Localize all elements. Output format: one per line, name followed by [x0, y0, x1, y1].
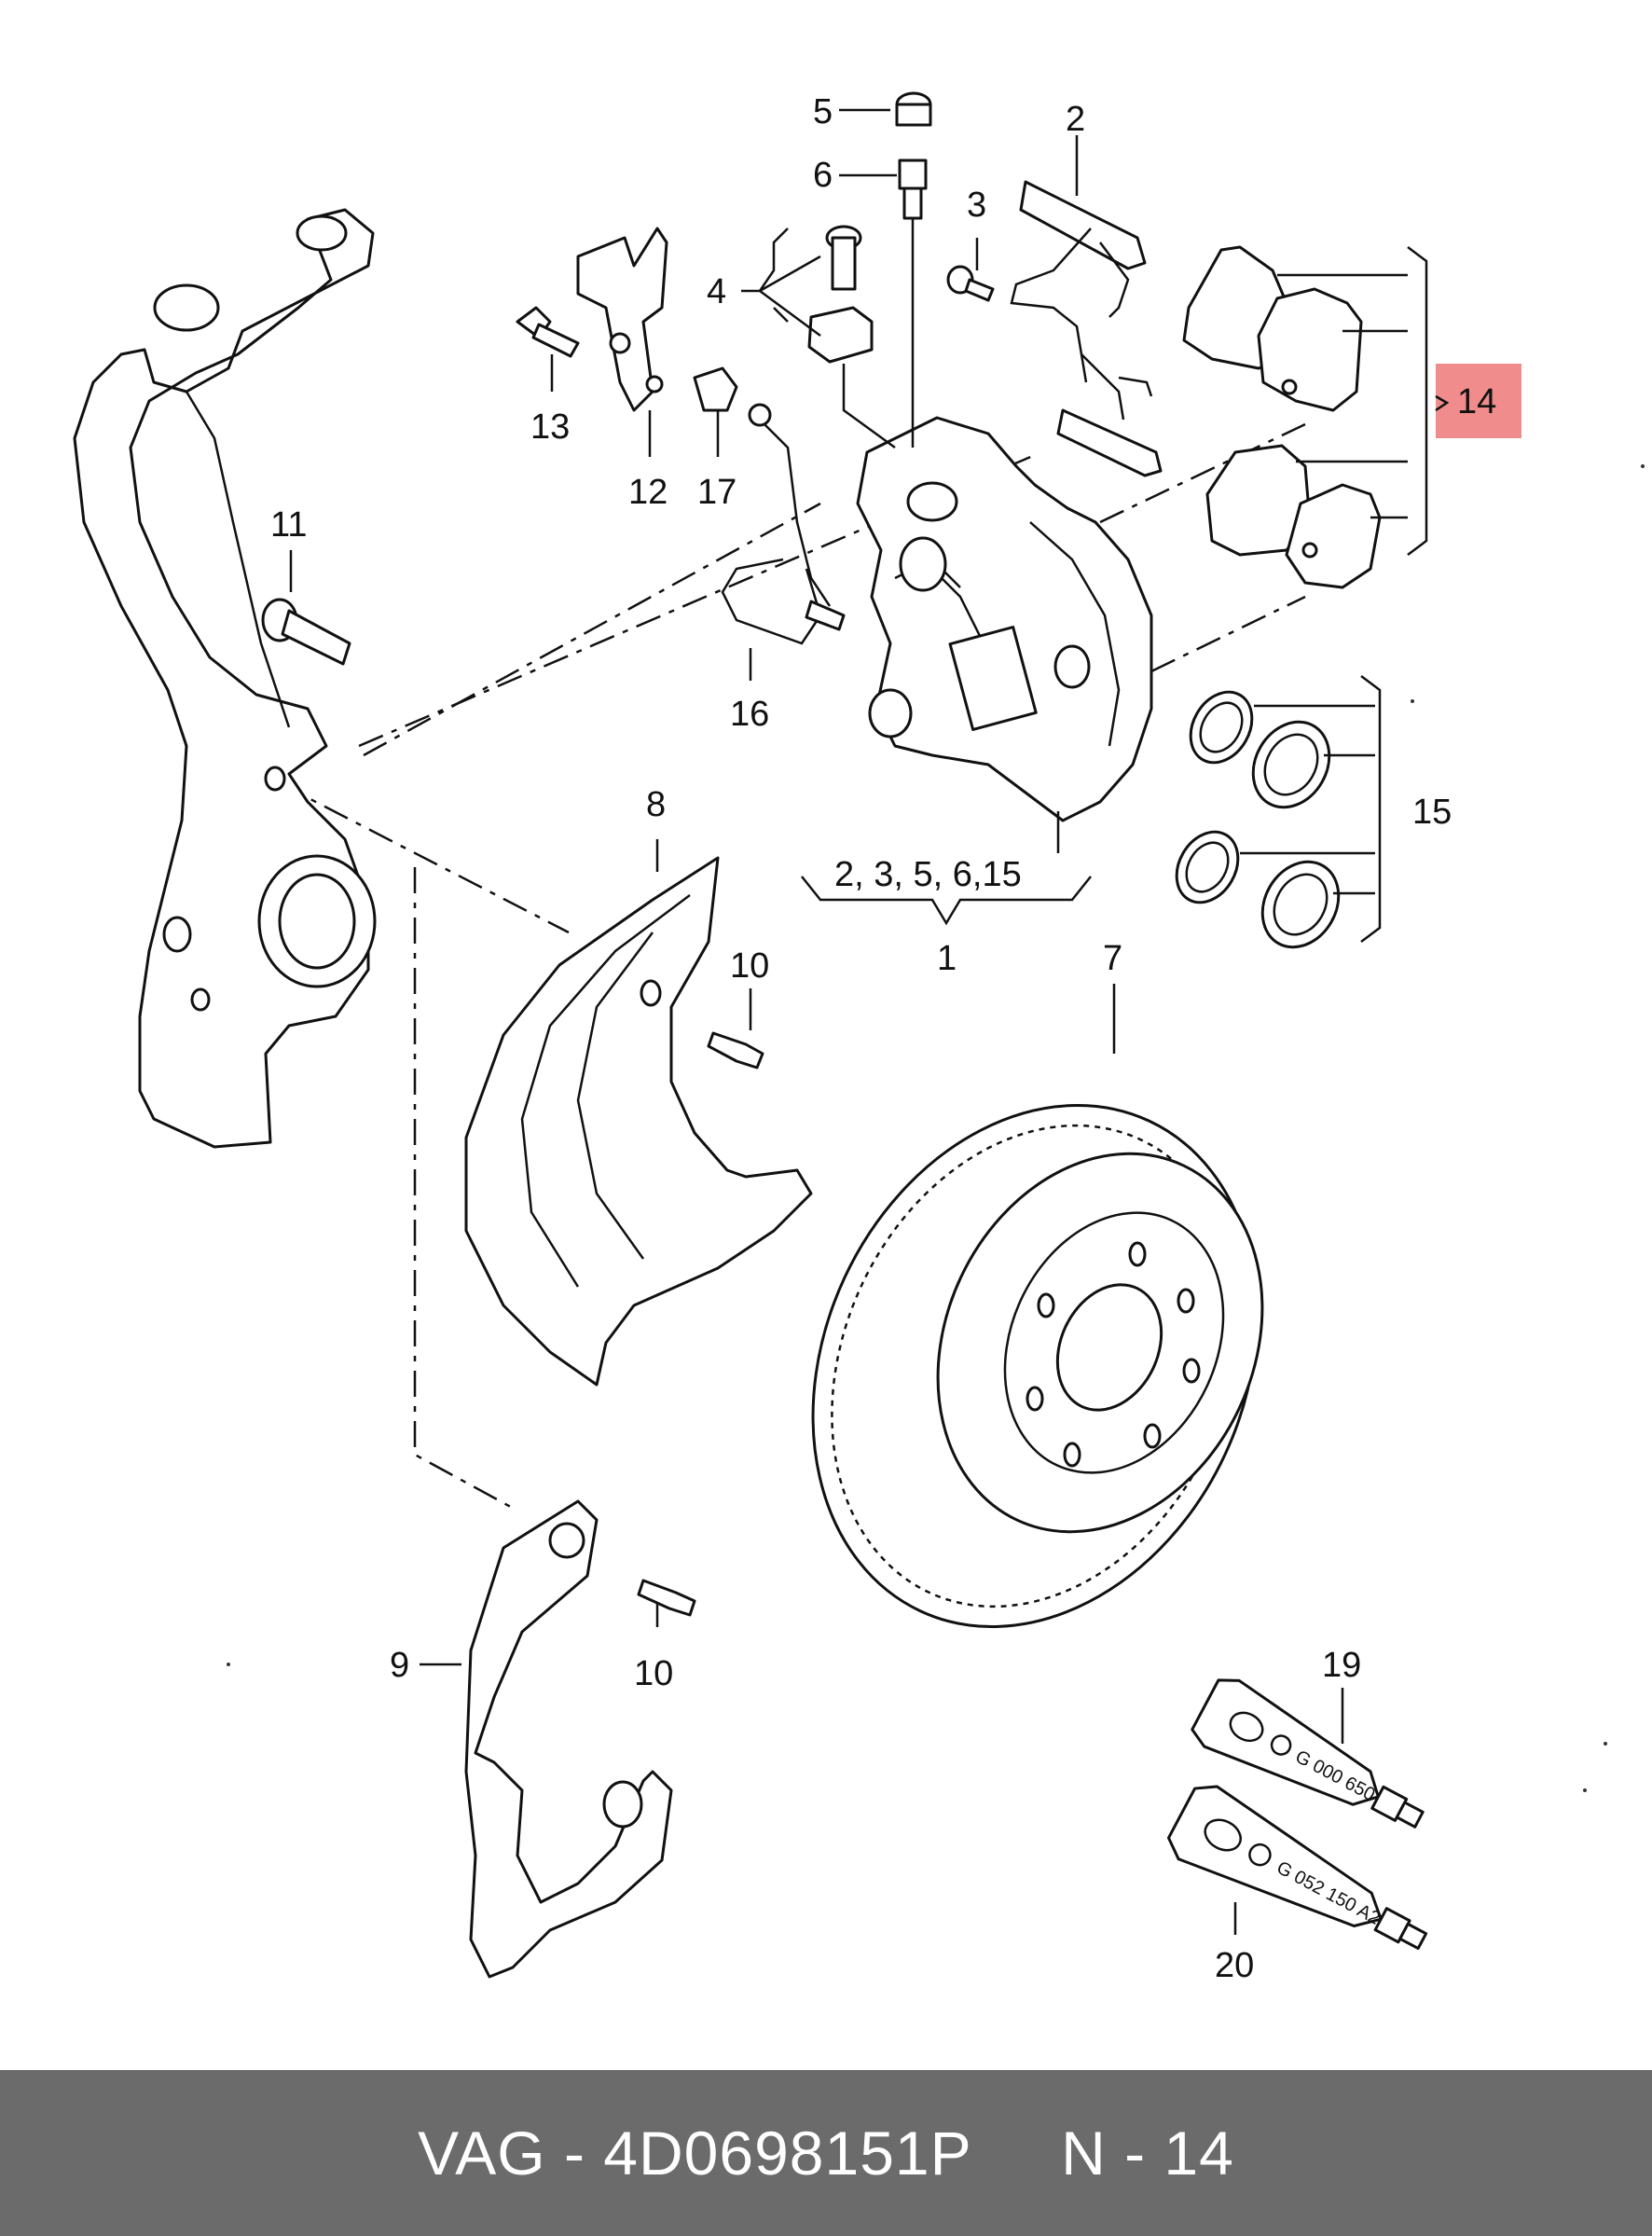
callout-17: 17 — [697, 473, 737, 512]
bolt-11 — [261, 598, 351, 666]
callout-7: 7 — [1103, 939, 1122, 978]
retaining-spring-2 — [1010, 180, 1163, 477]
scan-specks — [227, 464, 1645, 1792]
brake-caliper — [856, 416, 1153, 822]
bracket-9 — [464, 1499, 673, 1979]
bolt-13 — [516, 306, 580, 358]
callout-1: 1 — [937, 939, 957, 978]
highlight-pointer — [1435, 394, 1450, 412]
callout-16: 16 — [730, 695, 769, 734]
callout-5: 5 — [813, 92, 833, 131]
disc-bolt-holes — [1026, 1241, 1201, 1468]
clip-17 — [693, 366, 772, 427]
callout-19: 19 — [1322, 1646, 1361, 1685]
callout-14: 14 — [1457, 382, 1496, 421]
callout-3: 3 — [967, 186, 986, 225]
wear-sensor-16 — [721, 423, 846, 645]
splash-shield-8 — [464, 856, 813, 1387]
guide-bolt-4 — [807, 225, 896, 449]
part-number-footer: VAG - 4D0698151P N - 14 — [0, 2070, 1652, 2236]
callout-15: 15 — [1412, 793, 1452, 832]
bolt-10-upper — [707, 1031, 764, 1070]
leader-lines — [289, 108, 1344, 1935]
callout-20: 20 — [1215, 1946, 1254, 1985]
callout-8: 8 — [646, 785, 666, 824]
bleeder-screw-6 — [898, 159, 928, 448]
bracket-12 — [576, 227, 668, 412]
callout-10-upper: 10 — [730, 946, 769, 986]
brake-pad-set-14 — [1182, 245, 1428, 589]
callout-13: 13 — [530, 407, 570, 447]
callout-4: 4 — [707, 272, 726, 311]
callout-6: 6 — [813, 156, 833, 195]
brake-disc-7 — [811, 1103, 1264, 1629]
callout-2: 2 — [1066, 100, 1085, 139]
piston-seals-15 — [1175, 675, 1382, 949]
bolt-3 — [946, 265, 995, 302]
callout-10-lower: 10 — [634, 1654, 673, 1693]
highlight-box-14 — [1436, 364, 1521, 438]
callout-9: 9 — [390, 1646, 409, 1685]
callout-labels: 5 6 2 3 4 13 12 17 14 11 16 15 8 2, 3, 5… — [270, 92, 1496, 1985]
exploded-parts-diagram: G 000 650 G 052 150 A2 5 6 2 — [73, 91, 1645, 1985]
callout-12: 12 — [628, 473, 668, 512]
callout-11: 11 — [270, 505, 307, 545]
callout-group-2-3-5-6-15: 2, 3, 5, 6,15 — [834, 855, 1022, 894]
bolt-10-lower — [637, 1579, 696, 1617]
steering-knuckle — [73, 208, 377, 1149]
bleeder-cap-5 — [895, 91, 932, 127]
part-number-caption: VAG - 4D0698151P N - 14 — [418, 2119, 1234, 2188]
